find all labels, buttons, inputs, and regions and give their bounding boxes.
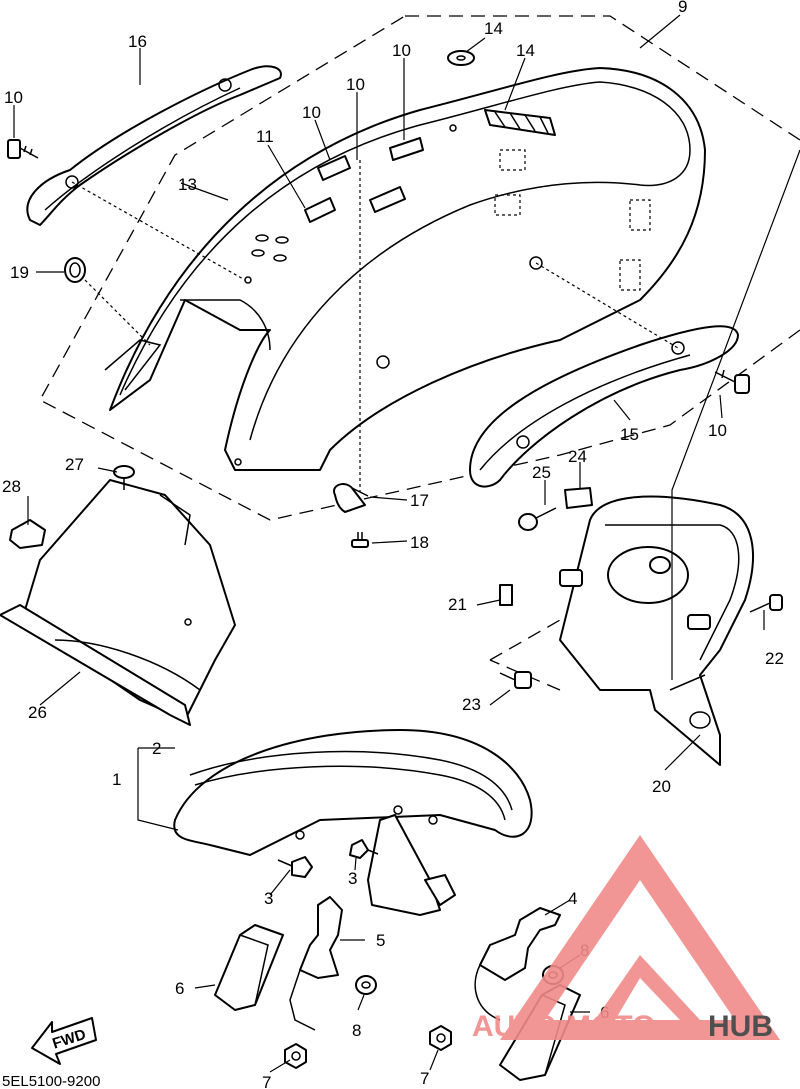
callout-5: 5 xyxy=(376,931,385,950)
callout-4: 4 xyxy=(568,889,577,908)
callout-14-right: 10 xyxy=(708,421,727,440)
automotohub-logo: AUTO MOTO HUB xyxy=(472,835,780,1043)
bolt-3-left xyxy=(277,856,313,878)
bolt-3-right xyxy=(349,839,379,859)
callout-22: 22 xyxy=(765,649,784,668)
clip-28 xyxy=(9,519,46,549)
fender-stay xyxy=(367,814,456,916)
washer-8-left xyxy=(355,975,377,995)
taillight-outline xyxy=(489,619,561,691)
bracket-4 xyxy=(474,907,561,1021)
fwd-arrow: FWD xyxy=(31,1017,97,1065)
bolt-14-right xyxy=(714,369,750,394)
callout-15: 15 xyxy=(620,425,639,444)
screw-25 xyxy=(518,507,557,531)
clamp-24 xyxy=(564,487,593,509)
callout-17: 17 xyxy=(410,491,429,510)
callout-6-left: 6 xyxy=(175,979,184,998)
callout-9: 9 xyxy=(678,0,687,16)
taillight-bracket-20 xyxy=(559,495,754,766)
damper-6-left xyxy=(214,924,284,1011)
brand-moto: MOTO xyxy=(566,1010,655,1043)
mudguard-26 xyxy=(0,479,236,726)
callout-labels: 16 10 13 19 14 14 10 10 10 11 9 15 10 17… xyxy=(2,0,784,1089)
callout-11: 13 xyxy=(178,175,197,194)
callout-2: 2 xyxy=(152,739,161,758)
callout-16: 16 xyxy=(128,32,147,51)
grab-rail-right xyxy=(469,325,739,488)
callout-10-d: 11 xyxy=(256,127,274,146)
callout-7-left: 7 xyxy=(262,1073,271,1089)
callout-28: 28 xyxy=(2,477,21,496)
callout-3-right: 3 xyxy=(348,869,357,888)
callout-26: 26 xyxy=(28,703,47,722)
grommet-19 xyxy=(64,257,86,283)
callout-25: 25 xyxy=(532,463,551,482)
washer-13 xyxy=(447,50,475,66)
brand-hub: HUB xyxy=(708,1010,773,1043)
screw-22 xyxy=(749,594,783,613)
bolt-14-left xyxy=(7,139,39,159)
callout-19: 19 xyxy=(10,263,29,282)
front-fender xyxy=(173,729,533,856)
callout-7-right: 7 xyxy=(420,1069,429,1088)
nut-7-left xyxy=(284,1043,307,1069)
assembly-outline-9 xyxy=(39,15,800,521)
callout-3-left: 3 xyxy=(264,889,273,908)
callout-27: 27 xyxy=(65,455,84,474)
clip-17 xyxy=(333,483,369,513)
screw-18 xyxy=(351,532,369,548)
bolt-23 xyxy=(499,671,532,689)
catalog-code: 5EL5100-9200 xyxy=(2,1073,100,1089)
brand-auto: AUTO xyxy=(472,1010,556,1043)
callout-8-left: 8 xyxy=(352,1021,361,1040)
triangle-logo-icon xyxy=(500,835,780,1040)
callout-12: 14 xyxy=(516,41,535,60)
bracket-5 xyxy=(289,896,343,1031)
grab-rail-left xyxy=(26,65,282,226)
leader-lines xyxy=(13,14,800,1073)
callout-1: 1 xyxy=(112,770,121,789)
callout-20: 20 xyxy=(652,777,671,796)
callout-13: 14 xyxy=(484,19,503,38)
callout-10-a: 10 xyxy=(392,41,411,60)
rear-fender xyxy=(104,67,706,471)
callout-24: 24 xyxy=(568,447,587,466)
callout-10-b: 10 xyxy=(346,75,365,94)
callout-18: 18 xyxy=(410,533,429,552)
callout-23: 23 xyxy=(462,695,481,714)
callout-21: 21 xyxy=(448,595,467,614)
callout-14-left: 10 xyxy=(4,88,23,107)
rivet-27 xyxy=(113,465,135,490)
callout-10-c: 10 xyxy=(302,103,321,122)
nut-21 xyxy=(499,584,513,606)
nut-7-right xyxy=(429,1025,452,1051)
